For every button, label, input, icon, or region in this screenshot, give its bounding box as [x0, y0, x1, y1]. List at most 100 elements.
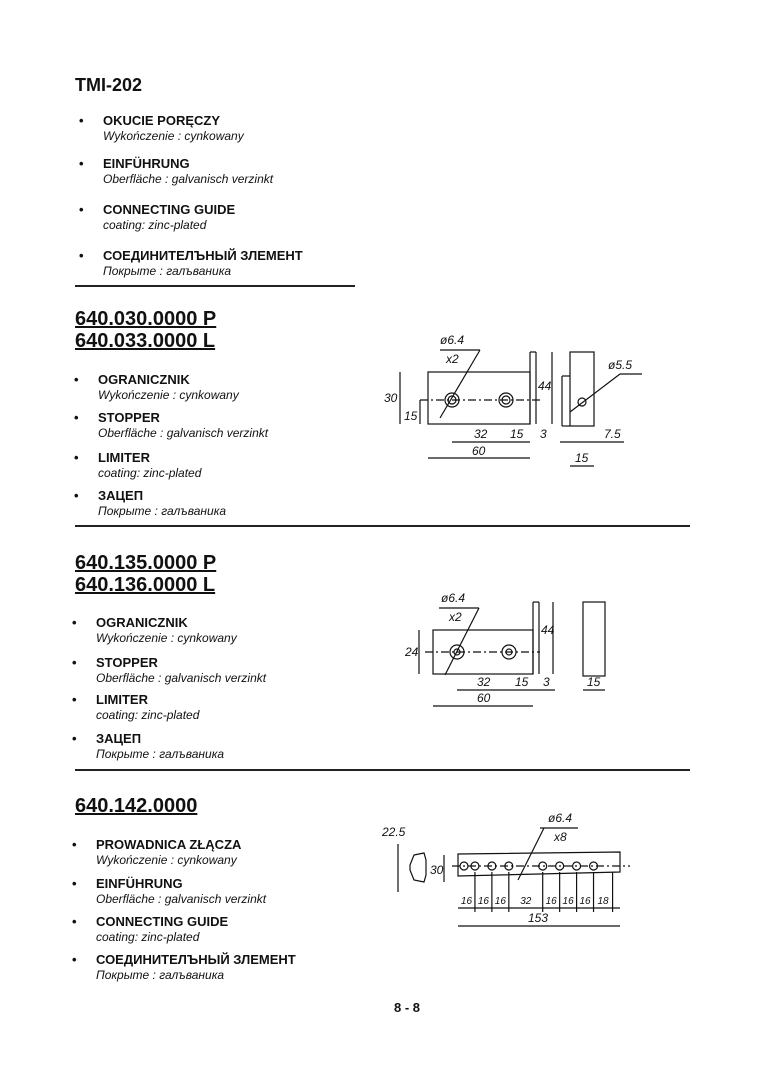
item-coating: Покрыте : галъваника: [98, 504, 227, 518]
section-title: 640.136.0000 L: [75, 574, 216, 596]
list-item: • STOPPER: [72, 655, 158, 670]
item-label: PROWADNICA ZŁĄCZA: [96, 837, 242, 852]
item-coating: Wykończenie : cynkowany: [98, 388, 239, 402]
height-22-5-label: 22.5: [381, 825, 406, 839]
list-item: • STOPPER: [74, 410, 160, 425]
item-label: STOPPER: [98, 410, 160, 425]
item-label: EINFÜHRUNG: [103, 156, 190, 171]
height-30-label: 30: [430, 863, 444, 877]
bullet: •: [72, 914, 77, 929]
section-title: 640.033.0000 L: [75, 330, 216, 352]
spacing-label: 16: [478, 896, 490, 907]
hole-diameter-side-label: ø5.5: [608, 358, 632, 372]
list-item: • СОЕДИНИТЕЛЪНЫЙ ЗЛЕМЕНТ: [72, 952, 296, 967]
item-coating: Wykończenie : cynkowany: [96, 631, 237, 645]
item-label: EINFÜHRUNG: [96, 876, 183, 891]
hole-mark: [487, 861, 497, 871]
technical-drawing-stopper-1: ø6.4 x2 30 15 44 32 15 3 60 ø5.5 7.5 15: [384, 333, 642, 467]
item-coating: Покрыте : галъваника: [96, 747, 225, 761]
spacing-label: 16: [563, 896, 575, 907]
width-15-side-label: 15: [575, 451, 589, 465]
width-60-label: 60: [477, 691, 491, 705]
width-15-side-label: 15: [587, 675, 601, 689]
bullet: •: [72, 615, 77, 630]
item-label: ЗАЦЕП: [96, 731, 142, 746]
item-coating: coating: zinc-plated: [103, 218, 207, 232]
hole-diameter-label: ø6.4: [548, 811, 572, 825]
item-coating: Oberfläche : galvanisch verzinkt: [98, 426, 269, 440]
height-44-label: 44: [541, 623, 555, 637]
list-item: •CONNECTING GUIDE: [72, 914, 228, 929]
list-item: • EINFÜHRUNG: [79, 156, 190, 171]
width-7-5-label: 7.5: [604, 427, 621, 441]
width-32-label: 32: [477, 675, 491, 689]
width-3-label: 3: [540, 427, 547, 441]
bullet: •: [72, 731, 77, 746]
bullet: •: [72, 837, 77, 852]
bullet: •: [74, 488, 79, 503]
hole-mark: [459, 861, 469, 871]
list-item: •СОЕДИНИТЕЛЪНЫЙ ЗЛЕМЕНТ: [79, 248, 303, 263]
bullet: •: [79, 202, 84, 217]
hole-mark: [555, 861, 565, 871]
width-3-label: 3: [543, 675, 550, 689]
list-item: •OGRANICZNIK: [74, 372, 190, 387]
item-label: СОЕДИНИТЕЛЪНЫЙ ЗЛЕМЕНТ: [103, 248, 303, 263]
item-coating: Oberfläche : galvanisch verzinkt: [103, 172, 274, 186]
width-60-label: 60: [472, 444, 486, 458]
section-title: TMI-202: [75, 75, 143, 95]
item-coating: coating: zinc-plated: [96, 708, 200, 722]
total-length-label: 153: [528, 911, 548, 925]
item-label: CONNECTING GUIDE: [103, 202, 236, 217]
spacing-label: 16: [579, 896, 591, 907]
item-coating: Oberfläche : galvanisch verzinkt: [96, 892, 267, 906]
height-44-label: 44: [538, 379, 552, 393]
section-divider: [75, 769, 690, 771]
bullet: •: [72, 692, 77, 707]
bullet: •: [79, 113, 84, 128]
spacing-label: 18: [597, 896, 609, 907]
hole-diameter-label: ø6.4: [441, 591, 465, 605]
list-item: • ЗАЦЕП: [74, 488, 144, 503]
item-coating: coating: zinc-plated: [96, 930, 200, 944]
item-label: СОЕДИНИТЕЛЪНЫЙ ЗЛЕМЕНТ: [96, 952, 296, 967]
spacing-label: 16: [495, 896, 507, 907]
bullet: •: [72, 655, 77, 670]
item-coating: Покрыте : галъваника: [103, 264, 232, 278]
spacing-label: 16: [546, 896, 558, 907]
hole-count-label: x2: [445, 352, 459, 366]
bullet: •: [79, 156, 84, 171]
list-item: • CONNECTING GUIDE: [79, 202, 236, 217]
item-coating: Покрыте : галъваника: [96, 968, 225, 982]
width-15-label: 15: [510, 427, 524, 441]
item-coating: Oberfläche : galvanisch verzinkt: [96, 671, 267, 685]
item-label: ЗАЦЕП: [98, 488, 144, 503]
hole-mark: [504, 861, 514, 871]
technical-drawing-stopper-2: ø6.4 x2 24 44 32 15 3 60 15: [405, 591, 606, 707]
width-32-label: 32: [474, 427, 488, 441]
spacing-label: 16: [461, 896, 473, 907]
section-title: 640.135.0000 P: [75, 552, 217, 574]
spacing-label: 32: [520, 896, 532, 907]
hole-mark: [571, 861, 582, 871]
section-title: 640.030.0000 P: [75, 308, 217, 330]
item-coating: coating: zinc-plated: [98, 466, 202, 480]
item-label: OGRANICZNIK: [98, 372, 190, 387]
item-label: LIMITER: [98, 450, 150, 465]
list-item: • LIMITER: [72, 692, 148, 707]
hole-diameter-label: ø6.4: [440, 333, 464, 347]
bullet: •: [72, 952, 77, 967]
bullet: •: [74, 410, 79, 425]
hole-mark: [588, 861, 599, 871]
item-coating: Wykończenie : cynkowany: [103, 129, 244, 143]
height-30-label: 30: [384, 391, 398, 405]
list-item: •EINFÜHRUNG: [72, 876, 183, 891]
item-label: STOPPER: [96, 655, 158, 670]
item-coating: Wykończenie : cynkowany: [96, 853, 237, 867]
item-label: LIMITER: [96, 692, 148, 707]
hole-count-label: x2: [448, 610, 462, 624]
height-24-label: 24: [405, 645, 419, 659]
height-15-label: 15: [404, 409, 418, 423]
